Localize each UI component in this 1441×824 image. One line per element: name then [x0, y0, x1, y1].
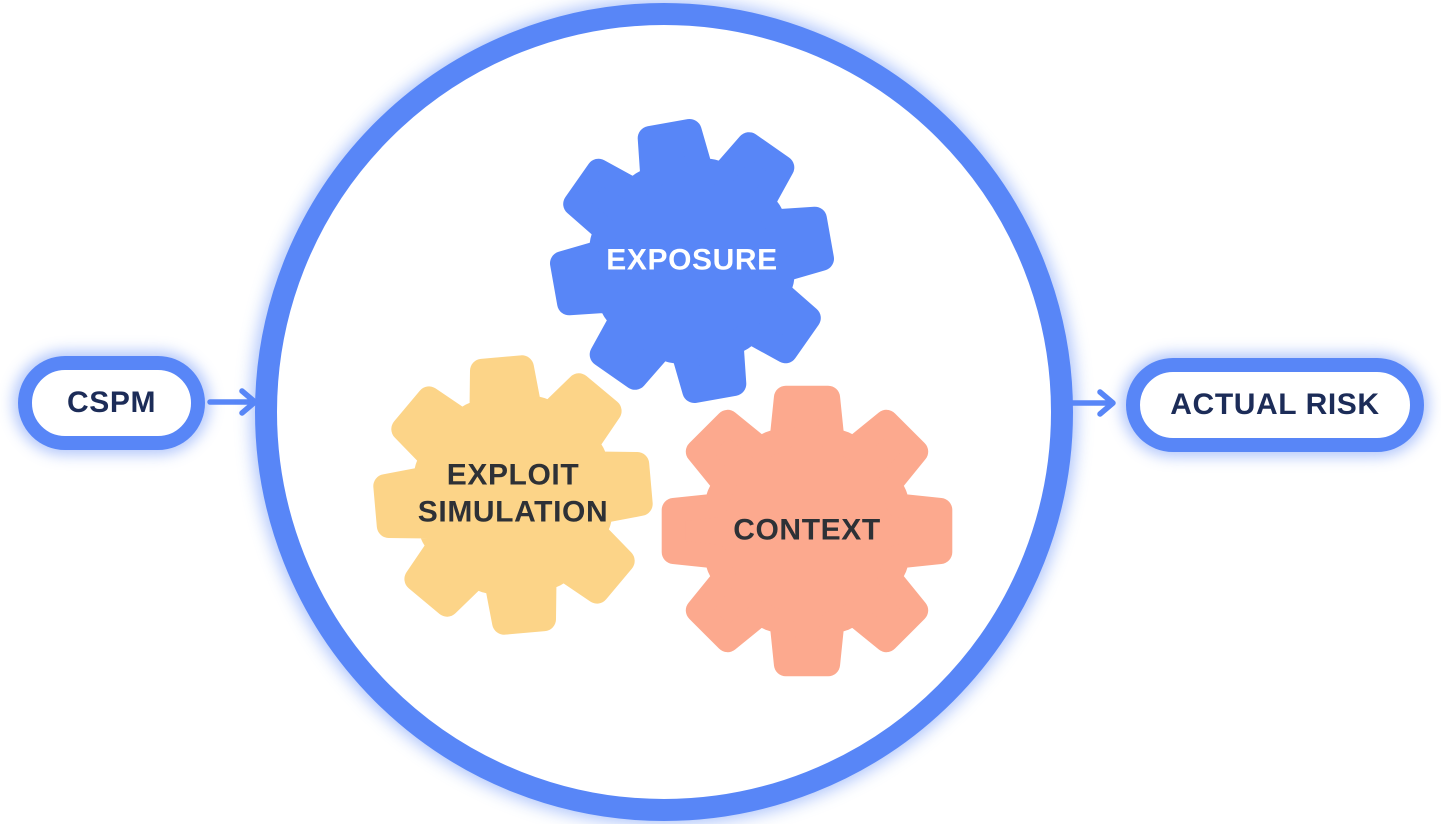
- cspm-node: CSPM: [18, 356, 205, 450]
- exposure-gear: [550, 119, 834, 403]
- actual-risk-node: ACTUAL RISK: [1126, 358, 1424, 452]
- context-gear: [661, 385, 953, 677]
- exploit-simulation-gear: [373, 355, 653, 635]
- arrow-right-icon: [1063, 389, 1116, 417]
- cspm-label: CSPM: [66, 386, 157, 419]
- actual-risk-label: ACTUAL RISK: [1170, 388, 1380, 421]
